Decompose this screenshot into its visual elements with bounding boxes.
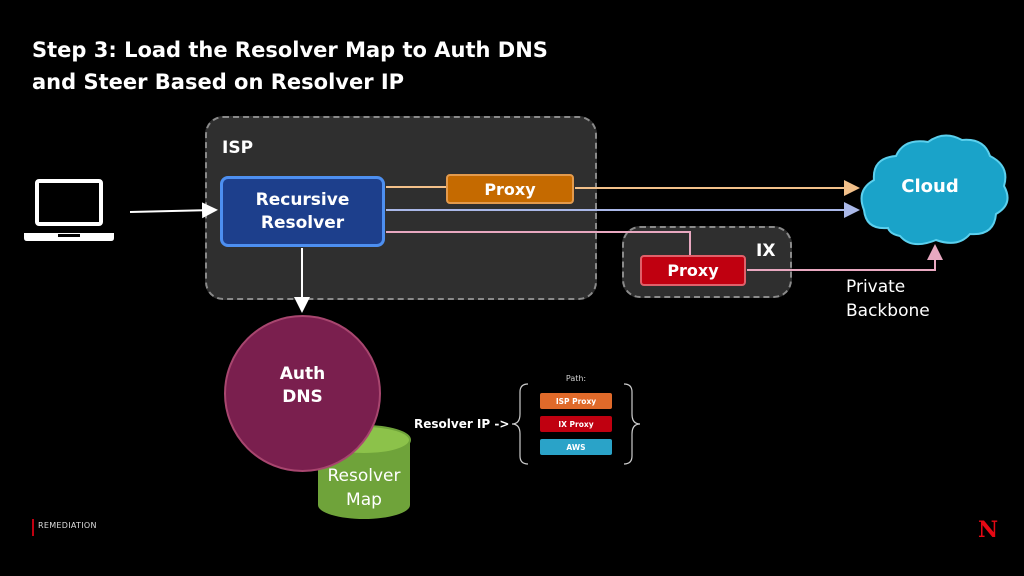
isp-proxy-box: Proxy — [446, 174, 574, 204]
resolver-map-line-1: Resolver — [327, 466, 401, 486]
path-isp-proxy: ISP Proxy — [540, 393, 612, 409]
cloud-icon — [860, 134, 1009, 246]
ix-proxy-path-line — [386, 231, 943, 271]
laptop-to-resolver-arrow — [129, 202, 218, 219]
footer-accent-bar — [32, 519, 34, 536]
path-label: Path: — [565, 374, 587, 383]
path-braces — [511, 383, 641, 465]
ix-proxy-box: Proxy — [640, 255, 746, 286]
title-line-1: Step 3: Load the Resolver Map to Auth DN… — [32, 38, 548, 62]
slide-title: Step 3: Load the Resolver Map to Auth DN… — [32, 34, 652, 98]
laptop-icon — [24, 179, 114, 241]
isp-label: ISP — [222, 138, 254, 158]
title-line-2: and Steer Based on Resolver IP — [32, 70, 405, 94]
auth-dns-line-2: DNS — [282, 386, 323, 407]
ix-label: IX — [756, 241, 776, 261]
netflix-logo: N — [978, 517, 999, 543]
path-aws: AWS — [540, 439, 612, 455]
resolver-map-line-2: Map — [346, 490, 382, 510]
recursive-resolver-line-2: Resolver — [260, 212, 345, 233]
footer-section-label: REMEDIATION — [38, 521, 97, 530]
path-ix-proxy: IX Proxy — [540, 416, 612, 432]
recursive-resolver-line-1: Recursive — [255, 189, 350, 210]
private-backbone-label: Private Backbone — [846, 275, 930, 323]
resolver-ip-label: Resolver IP -> — [414, 417, 510, 431]
resolver-map-label: Resolver Map — [318, 464, 410, 512]
isp-proxy-path-line — [386, 180, 860, 196]
backbone-line-1: Private — [846, 277, 906, 297]
backbone-line-2: Backbone — [846, 301, 930, 321]
auth-dns-circle: Auth DNS — [224, 315, 381, 472]
cloud-label: Cloud — [901, 176, 959, 197]
auth-dns-line-1: Auth — [279, 363, 326, 384]
recursive-resolver-box: Recursive Resolver — [220, 176, 385, 247]
